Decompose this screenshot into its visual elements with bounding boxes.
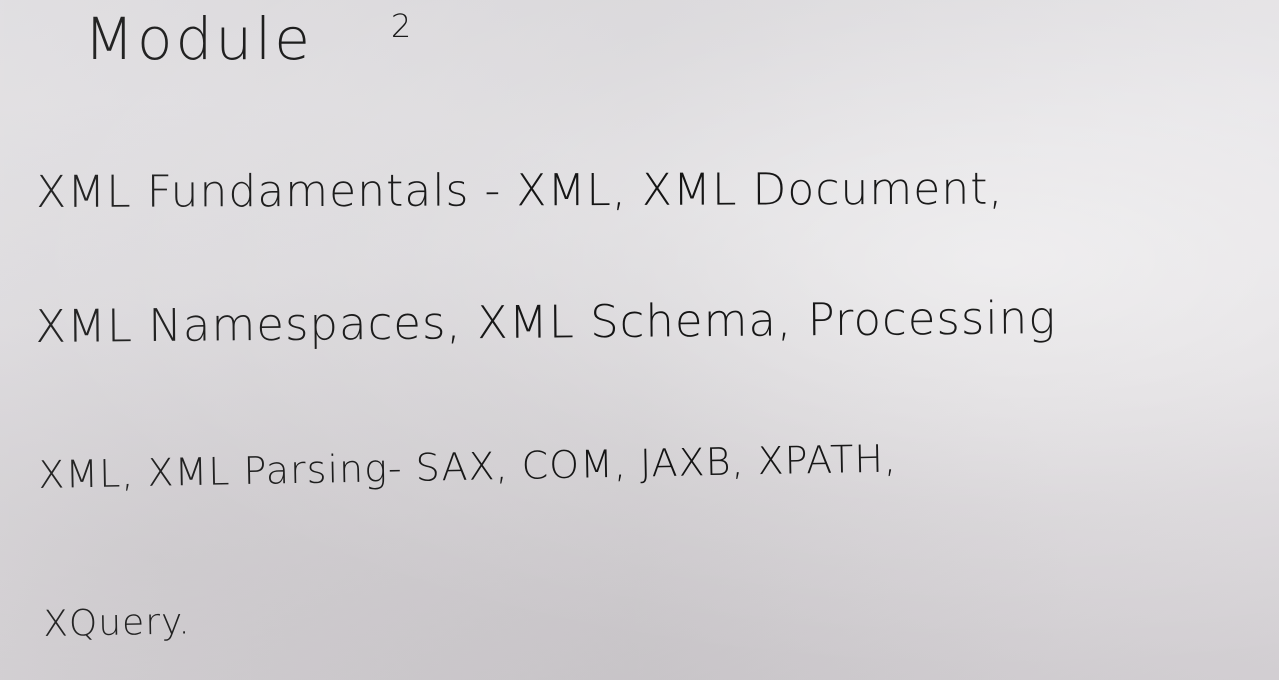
module-number: 2 — [390, 7, 415, 45]
topic-line-2: XML Namespaces, XML Schema, Processing — [34, 291, 1057, 353]
topic-line-1: XML Fundamentals - XML, XML Document, — [35, 163, 1004, 218]
topic-line-4: XQuery. — [42, 601, 192, 645]
module-title: Module — [84, 5, 313, 73]
topic-line-3: XML, XML Parsing- SAX, COM, JAXB, XPATH, — [37, 436, 898, 497]
